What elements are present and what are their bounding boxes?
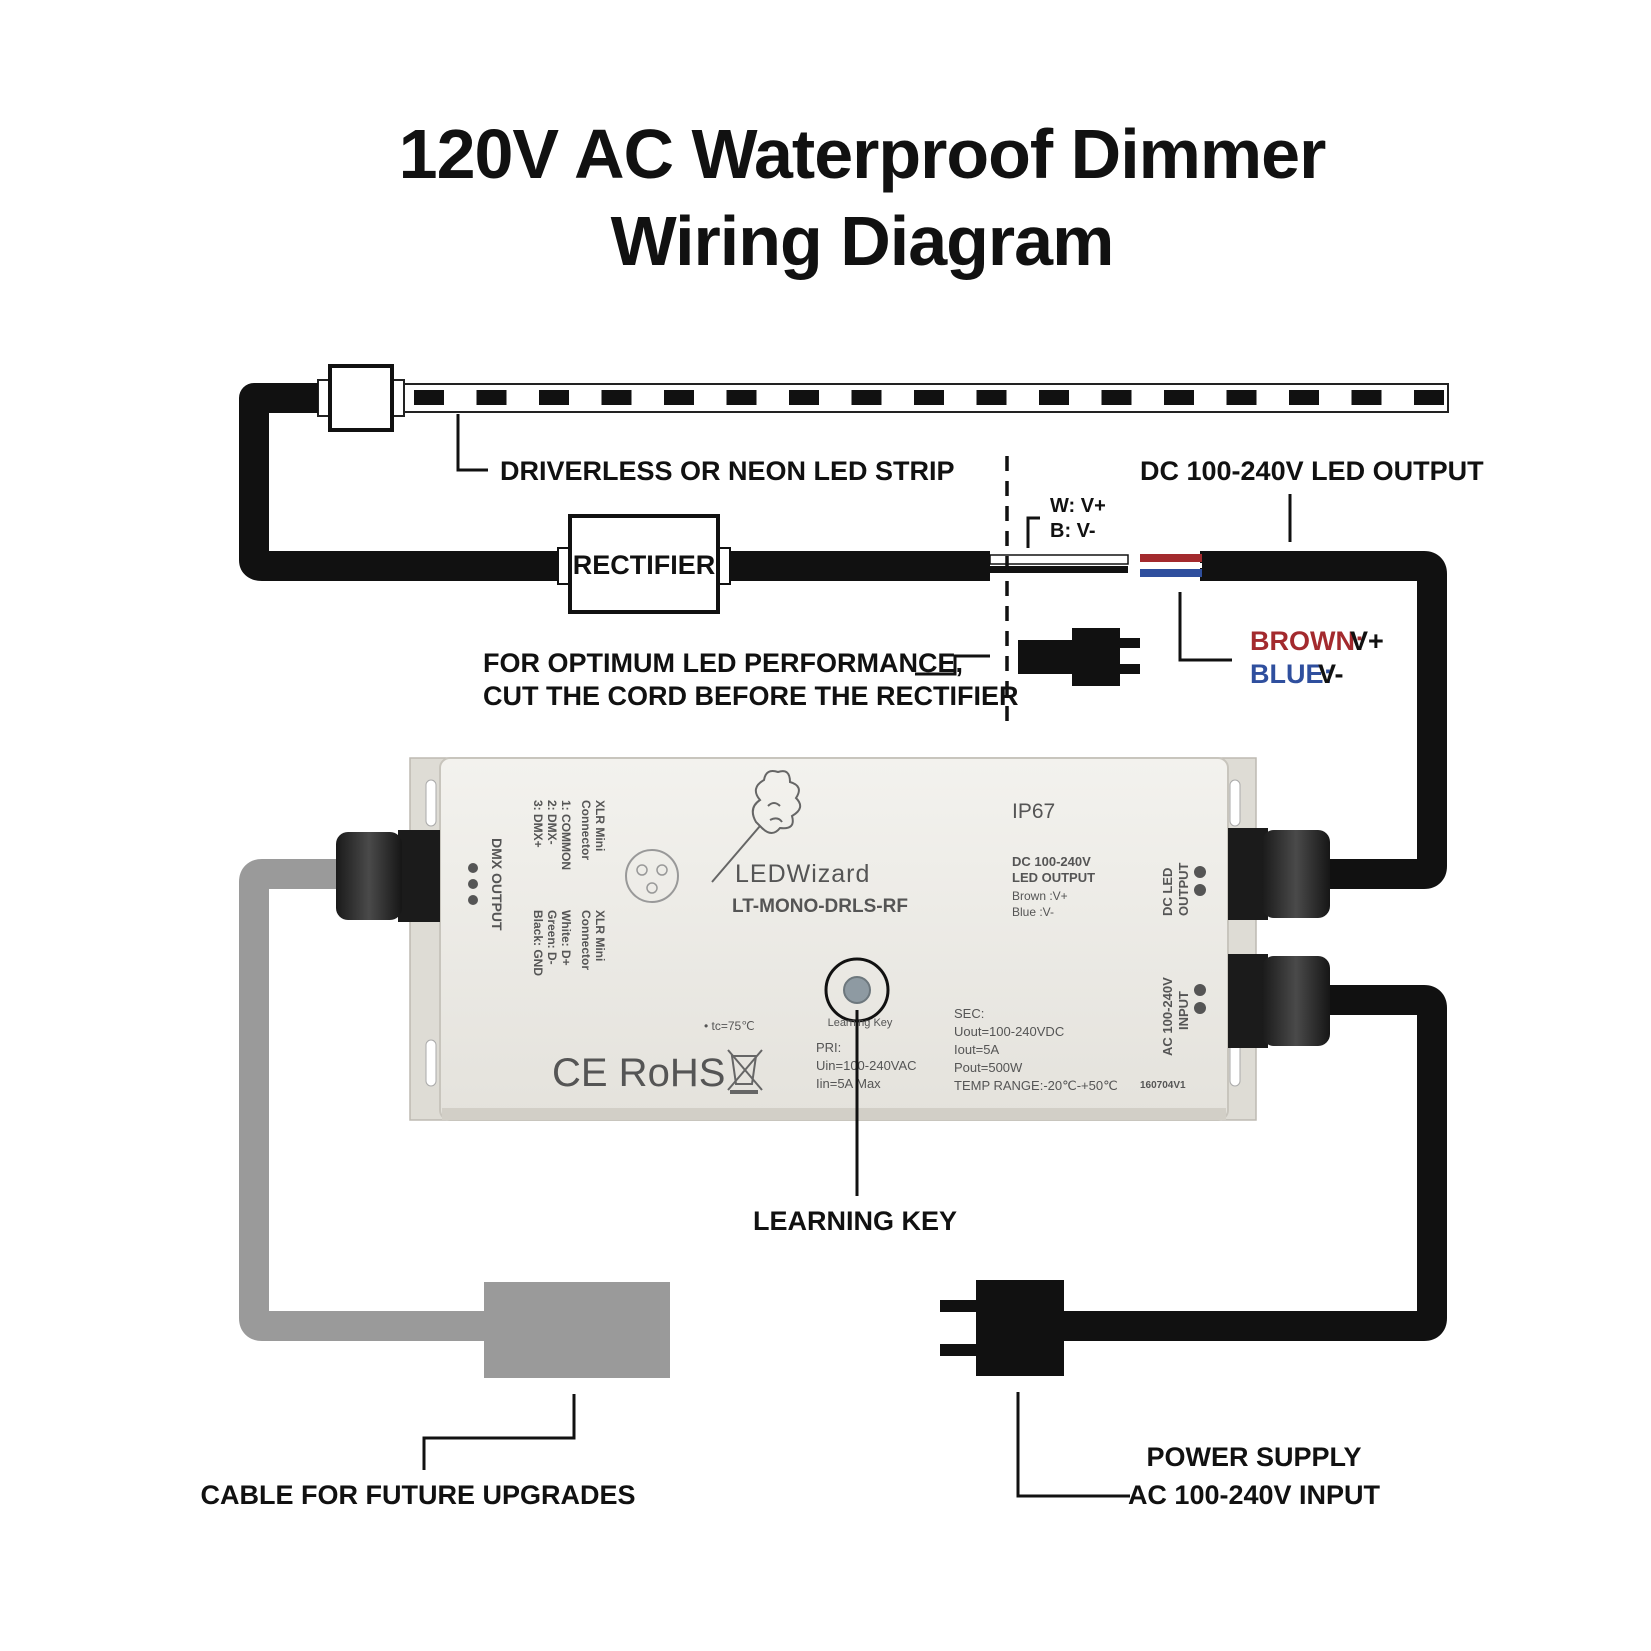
sec-text: SEC:	[954, 1006, 984, 1021]
led-chip	[789, 390, 819, 405]
cable-upgrades-label: CABLE FOR FUTURE UPGRADES	[200, 1480, 635, 1510]
led-chip	[476, 390, 507, 405]
port-ac-text: AC 100-240V	[1160, 977, 1175, 1056]
led-chip	[1039, 390, 1069, 405]
led-chip	[664, 390, 694, 405]
tc-text: • tc=75℃	[704, 1019, 755, 1033]
rectifier: RECTIFIER	[557, 514, 731, 614]
crossed-bin-icon	[727, 1049, 763, 1094]
xlr2-sub: Connector	[579, 910, 593, 970]
xlr-socket-icon	[625, 849, 679, 903]
brown-label: BROWN:	[1250, 626, 1364, 656]
dimmer-device: DMX OUTPUT XLR Mini Connector 1: COMMON …	[336, 757, 1330, 1121]
xlr2-pin3: Black: GND	[531, 910, 545, 976]
wizard-logo-icon	[711, 770, 802, 883]
temp-text: TEMP RANGE:-20℃-+50℃	[954, 1078, 1118, 1093]
led-chip	[851, 390, 882, 405]
upgrade-cable-connector	[484, 1282, 670, 1378]
port-dc-text: DC LED	[1160, 868, 1175, 916]
ac-input-wire	[1060, 985, 1447, 1341]
learning-key-button[interactable]	[824, 957, 890, 1023]
led-strip-segments	[414, 390, 1444, 405]
blue-value: V-	[1318, 659, 1344, 689]
rectifier-label: RECTIFIER	[573, 550, 716, 580]
led-chip	[914, 390, 944, 405]
uin-text: Uin=100-240VAC	[816, 1058, 917, 1073]
port-dc-text2: OUTPUT	[1176, 863, 1191, 917]
led-chip	[1164, 390, 1194, 405]
led-chip	[726, 390, 757, 405]
dc-out-title: DC 100-240V	[1012, 854, 1091, 869]
cert-marks: CE RoHS	[552, 1051, 725, 1095]
model-number: LT-MONO-DRLS-RF	[732, 896, 908, 917]
strip-end-connector	[328, 364, 394, 432]
led-chip	[601, 390, 632, 405]
led-chip	[539, 390, 569, 405]
dc-output-label: DC 100-240V LED OUTPUT	[1140, 456, 1484, 486]
led-strip	[317, 364, 1449, 432]
xlr2-pin2: Green: D-	[545, 910, 559, 965]
strip-feed-wire	[239, 383, 990, 581]
port-ac-text2: INPUT	[1176, 991, 1191, 1030]
brown-value: V+	[1350, 626, 1384, 656]
ac-input-cable-gland	[1228, 954, 1330, 1048]
led-chip	[1226, 390, 1257, 405]
learning-key-label: LEARNING KEY	[753, 1206, 957, 1236]
led-chip	[1101, 390, 1132, 405]
dmx-output-text: DMX OUTPUT	[489, 838, 505, 931]
blue-pin-text: Blue :V-	[1012, 905, 1054, 919]
optimum-line1: FOR OPTIMUM LED PERFORMANCE,	[483, 648, 963, 678]
learning-key-small-text: Learning Key	[828, 1017, 893, 1029]
power-plug-icon	[940, 1280, 1064, 1376]
dc-out-sub: LED OUTPUT	[1012, 870, 1095, 885]
pout-text: Pout=500W	[954, 1060, 1023, 1075]
brown-blue-wire-ends	[1140, 554, 1202, 577]
plug-icon	[1018, 628, 1140, 686]
port-dots	[468, 863, 1206, 1014]
diagram-title-line2: Wiring Diagram	[611, 202, 1114, 280]
led-chip	[1289, 390, 1319, 405]
iin-text: Iin=5A Max	[816, 1076, 881, 1091]
led-chip	[976, 390, 1007, 405]
dc-output-wire	[1200, 551, 1447, 889]
xlr2-title: XLR Mini	[593, 910, 607, 961]
blue-label: BLUE:	[1250, 659, 1333, 689]
led-chip	[1414, 390, 1444, 405]
led-chip	[1351, 390, 1382, 405]
pri-text: PRI:	[816, 1040, 841, 1055]
dmx-cable-gland	[336, 830, 440, 922]
brown-pin-text: Brown :V+	[1012, 889, 1068, 903]
code-text: 160704V1	[1140, 1080, 1186, 1091]
led-chip	[414, 390, 444, 405]
xlr1-pin3: 3: DMX+	[531, 800, 545, 848]
upgrade-cable	[239, 859, 490, 1341]
ip-rating: IP67	[1012, 800, 1055, 823]
xlr1-pin1: 1: COMMON	[559, 800, 573, 870]
xlr1-title: XLR Mini	[593, 800, 607, 851]
power-supply-label: POWER SUPPLY	[1146, 1442, 1361, 1472]
power-input-label: AC 100-240V INPUT	[1128, 1480, 1381, 1510]
uout-text: Uout=100-240VDC	[954, 1024, 1064, 1039]
brand-name: LEDWizard	[735, 860, 870, 888]
cut-wire-ends	[989, 554, 1129, 573]
wire-white-label: W: V+	[1050, 495, 1106, 517]
diagram-title-line1: 120V AC Waterproof Dimmer	[399, 115, 1326, 193]
xlr1-sub: Connector	[579, 800, 593, 860]
led-strip-label: DRIVERLESS OR NEON LED STRIP	[500, 456, 955, 486]
xlr2-pin1: White: D+	[559, 910, 573, 966]
wire-black-label: B: V-	[1050, 520, 1096, 542]
optimum-line2: CUT THE CORD BEFORE THE RECTIFIER	[483, 681, 1019, 711]
iout-text: Iout=5A	[954, 1042, 1000, 1057]
dc-output-cable-gland	[1228, 828, 1330, 920]
xlr1-pin2: 2: DMX-	[545, 800, 559, 845]
